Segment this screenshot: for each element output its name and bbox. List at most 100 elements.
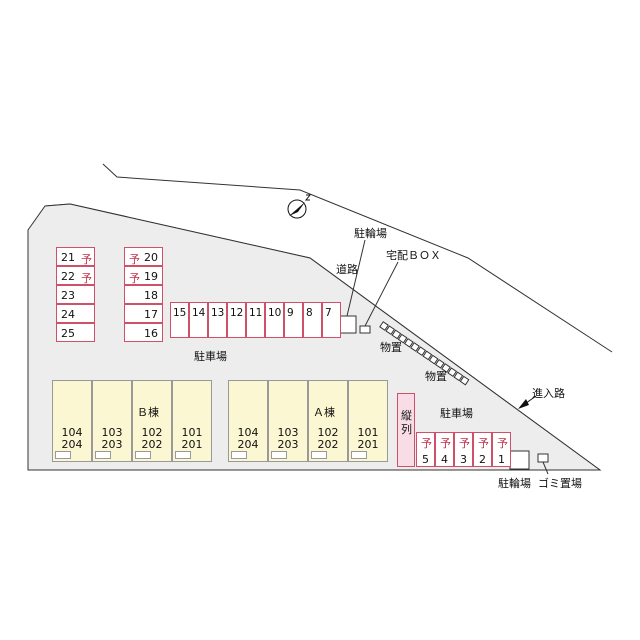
storage-unit — [397, 333, 408, 344]
parking-slot: 21 予 — [56, 247, 95, 266]
parking-slot-number: 2 — [479, 453, 486, 466]
parking-slot-number: 10 — [268, 307, 282, 319]
storage-unit — [434, 358, 445, 369]
parking-slot: 22 予 — [56, 266, 95, 285]
parking-slot-number: 15 — [173, 307, 187, 319]
delivery-box-icon — [359, 325, 371, 334]
parking-slot-number: 22 — [61, 270, 75, 283]
parking-slot-number: 5 — [422, 453, 429, 466]
unit-number-lower: 102 — [141, 426, 163, 439]
reserved-mark: 予 — [440, 437, 451, 450]
parking-slot: 11 — [246, 302, 265, 338]
storage-unit — [441, 363, 451, 373]
parking-slot-number: 4 — [441, 453, 448, 466]
parking-slot-number: 16 — [144, 327, 158, 340]
parking-slot: 9 — [284, 302, 303, 338]
storage-unit — [453, 371, 464, 382]
parking-slot-number: 11 — [249, 307, 263, 319]
storage-unit — [447, 367, 458, 378]
vertical-parking-block: 縦 列 — [397, 393, 415, 467]
unit-number-lower: 103 — [101, 426, 123, 439]
label-entrance: 進入路 — [532, 387, 565, 400]
parking-slot-number: 7 — [325, 307, 332, 319]
parking-slot-number: 21 — [61, 251, 75, 264]
parking-slot: 10 — [265, 302, 284, 338]
parking-slot-number: 12 — [230, 307, 244, 319]
parking-slot-number: 24 — [61, 308, 75, 321]
unit-entrance — [271, 451, 287, 459]
parking-slot: 8 — [303, 302, 322, 338]
reserved-mark: 予 — [81, 253, 92, 266]
reserved-mark: 予 — [129, 253, 140, 266]
parking-slot: 7 — [322, 302, 341, 338]
parking-slot-number: 20 — [144, 251, 158, 264]
parking-slot-number: 18 — [144, 289, 158, 302]
storage-unit — [422, 350, 433, 361]
reserved-mark: 予 — [81, 272, 92, 285]
storage-row — [379, 321, 470, 386]
unit-number-lower: 103 — [277, 426, 299, 439]
parking-slot: 17 — [124, 304, 163, 323]
leader-delivery-box — [364, 261, 399, 327]
unit-number-lower: 101 — [357, 426, 379, 439]
building-name: Ｂ棟 — [137, 406, 159, 419]
label-delivery-box: 宅配ＢＯＸ — [386, 249, 441, 262]
vertical-parking-char-1: 縦 — [401, 409, 412, 422]
storage-unit — [379, 321, 389, 331]
label-bicycle-parking-bottom: 駐輪場 — [498, 477, 531, 490]
unit-number-lower: 102 — [317, 426, 339, 439]
storage-unit — [391, 329, 402, 340]
storage-unit — [416, 346, 427, 357]
unit-entrance — [55, 451, 71, 459]
garbage-area-box — [537, 453, 549, 463]
label-parking-main: 駐車場 — [194, 350, 227, 363]
building-name: Ａ棟 — [313, 406, 335, 419]
unit-number-upper: 203 — [277, 438, 299, 451]
unit-entrance — [311, 451, 327, 459]
unit-entrance — [231, 451, 247, 459]
label-storage-2: 物置 — [425, 370, 447, 383]
parking-slot: 13 — [208, 302, 227, 338]
reserved-mark: 予 — [497, 437, 508, 450]
unit-number-lower: 104 — [237, 426, 259, 439]
unit-number-upper: 202 — [141, 438, 163, 451]
parking-slot: 14 — [189, 302, 208, 338]
north-arrow-icon — [287, 194, 312, 219]
parking-slot: 12 — [227, 302, 246, 338]
storage-unit — [403, 337, 414, 348]
parking-slot-number: 14 — [192, 307, 206, 319]
label-parking-right: 駐車場 — [440, 407, 473, 420]
reserved-mark: 予 — [459, 437, 470, 450]
leader-garbage — [542, 461, 549, 475]
parking-slot-number: 9 — [287, 307, 294, 319]
parking-slot-number: 3 — [460, 453, 467, 466]
unit-entrance — [135, 451, 151, 459]
parking-slot: 23 — [56, 285, 95, 304]
unit-number-upper: 201 — [357, 438, 379, 451]
parking-slot: 16 — [124, 323, 163, 342]
parking-slot-number: 1 — [498, 453, 505, 466]
label-bicycle-parking-top: 駐輪場 — [354, 227, 387, 240]
parking-slot: 24 — [56, 304, 95, 323]
parking-slot: 25 — [56, 323, 95, 342]
reserved-mark: 予 — [421, 437, 432, 450]
road-edge-upper — [102, 163, 613, 353]
unit-entrance — [175, 451, 191, 459]
label-storage-1: 物置 — [380, 341, 402, 354]
parking-slot-number: 25 — [61, 327, 75, 340]
unit-number-upper: 202 — [317, 438, 339, 451]
entrance-arrow-icon — [518, 395, 537, 409]
label-road: 道路 — [336, 263, 358, 276]
